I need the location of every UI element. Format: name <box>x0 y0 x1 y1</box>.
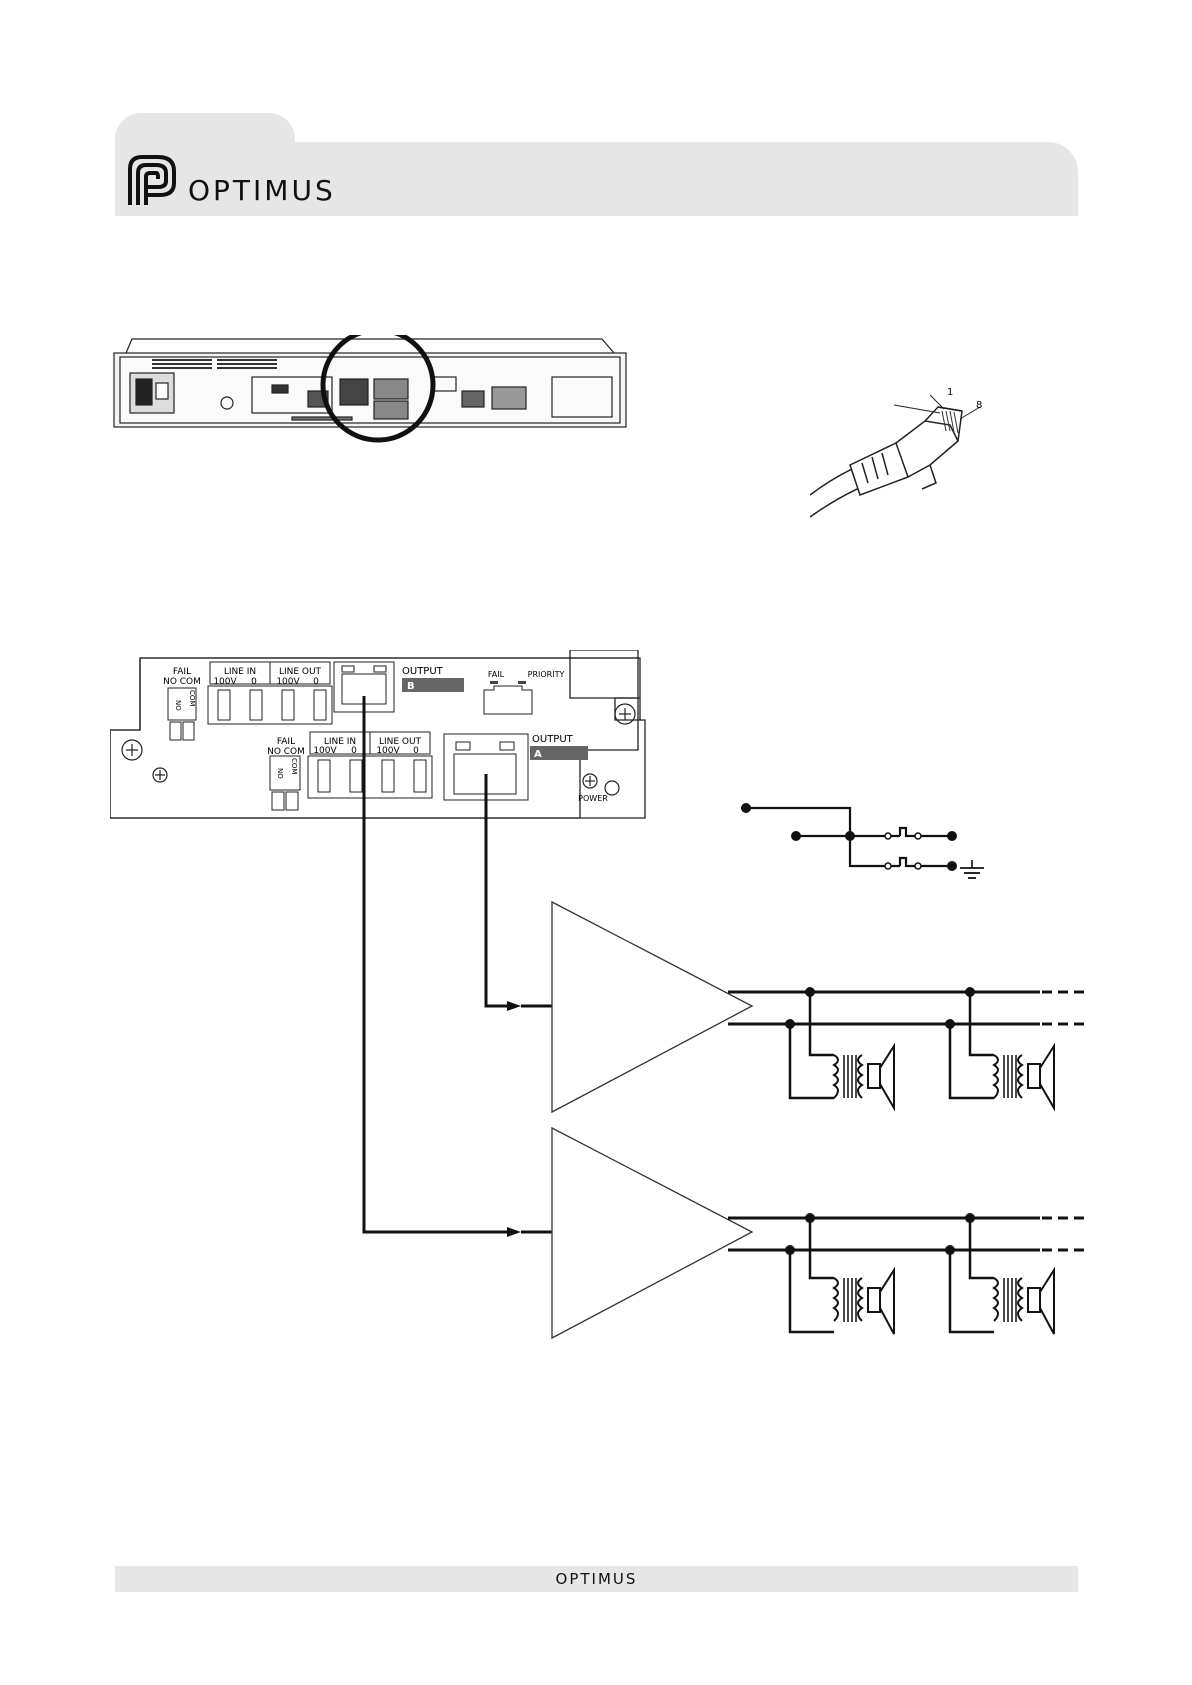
amplifier-b-symbol <box>552 1128 752 1338</box>
pin-8-label: 8 <box>976 400 982 411</box>
speaker-icon <box>790 1218 894 1334</box>
svg-text:NO: NO <box>276 768 284 779</box>
brand-logo: OPTIMUS <box>124 153 336 209</box>
wiring-diagram: FAIL NO COM NO COM LINE IN LINE OUT 100V… <box>110 650 1085 1350</box>
priority-led-label: PRIORITY <box>528 670 565 679</box>
output-b-label: OUTPUT <box>402 666 444 677</box>
pin-1-label: 1 <box>947 387 953 398</box>
svg-text:100V: 100V <box>376 746 400 756</box>
footer-band: OPTIMUS <box>115 1566 1078 1592</box>
lower-fail-label: FAIL <box>277 737 295 747</box>
upper-terminal-no <box>170 722 181 740</box>
power-label: POWER <box>578 794 608 803</box>
upper-no-com-label: NO COM <box>163 677 201 687</box>
output-a-letter: A <box>534 749 542 760</box>
speaker-icon <box>790 992 894 1108</box>
cable-output-a <box>486 774 510 1006</box>
output-a-label: OUTPUT <box>532 734 574 745</box>
svg-text:0: 0 <box>351 746 357 756</box>
footer-brand: OPTIMUS <box>115 1570 1078 1588</box>
svg-text:NO: NO <box>174 700 182 711</box>
svg-text:COM: COM <box>290 758 298 774</box>
svg-text:COM: COM <box>188 690 196 706</box>
power-led-icon <box>605 781 619 795</box>
lower-terminal-com <box>286 792 298 810</box>
svg-text:100V: 100V <box>313 746 337 756</box>
output-b-letter: B <box>407 681 415 692</box>
speaker-group <box>790 992 1054 1334</box>
optimus-logo-icon <box>124 153 180 209</box>
upper-line-out-label: LINE OUT <box>279 667 322 677</box>
lower-module: FAIL NO COM NO COM LINE IN LINE OUT 100V… <box>267 732 608 810</box>
lower-terminal-no <box>272 792 284 810</box>
cable-output-b <box>364 696 510 1232</box>
speaker-icon <box>950 1218 1054 1334</box>
speaker-icon <box>950 992 1054 1108</box>
upper-line-in-label: LINE IN <box>224 667 256 677</box>
brand-name: OPTIMUS <box>188 174 336 207</box>
upper-terminal-com <box>183 722 194 740</box>
rj45-connector-image: 1 8 <box>810 385 995 520</box>
fail-led-label: FAIL <box>488 670 505 679</box>
svg-text:0: 0 <box>413 746 419 756</box>
amplifier-a-symbol <box>552 902 752 1112</box>
upper-fail-label: FAIL <box>173 667 191 677</box>
device-rear-view <box>112 335 632 465</box>
